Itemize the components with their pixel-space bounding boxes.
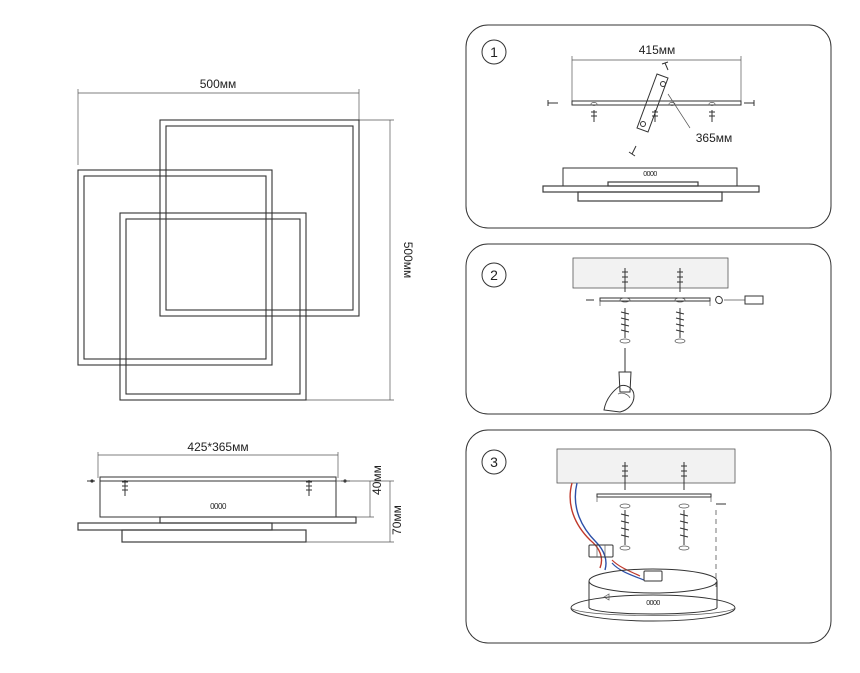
side-view: 425*365мм 0000 <box>77 440 404 543</box>
side-panel-bottom <box>121 529 307 543</box>
step-3-wires <box>569 482 645 581</box>
step-1-width-label: 415мм <box>639 43 676 57</box>
step-2-number: 2 <box>490 267 498 283</box>
step-1-mounting-bar <box>571 100 742 106</box>
step-3-wall-plugs <box>622 462 687 490</box>
side-anchor-right <box>306 480 312 496</box>
step-2-screwdriver-icon <box>603 348 635 413</box>
frame-inner-front <box>125 218 301 395</box>
step-2-connector <box>715 295 764 305</box>
side-depth-dimension: 40мм 70мм <box>306 465 404 543</box>
side-depth-total-label: 70мм <box>390 505 404 535</box>
frame-outer-left <box>77 169 273 366</box>
step-1-panel-bottom <box>577 191 723 202</box>
step-3-terminal-block <box>588 544 614 558</box>
side-depth-small-label: 40мм <box>370 465 384 495</box>
step-1-screws <box>547 61 755 157</box>
step-2-ceiling <box>572 257 729 289</box>
side-indicator: 0000 <box>210 502 227 511</box>
step-1-number: 1 <box>490 44 498 60</box>
step-3-bracket <box>596 493 712 498</box>
side-mounting-bar <box>99 476 337 482</box>
front-view: 500мм 500мм <box>77 77 415 401</box>
side-panel-middle <box>77 522 273 531</box>
side-screw-left <box>87 479 95 483</box>
step-2-bracket <box>599 297 711 302</box>
step-1-diagonal-bracket <box>636 73 669 133</box>
step-3-panel: 3 <box>465 429 832 644</box>
step-3-ceiling <box>556 448 736 484</box>
side-mount-label: 425*365мм <box>187 440 248 454</box>
frame-outer-front <box>119 212 307 401</box>
step-3-screws <box>619 503 690 551</box>
step-1-panel-middle <box>542 185 760 193</box>
side-mount-dimension: 425*365мм <box>97 440 339 478</box>
step-3-badge <box>481 449 507 475</box>
step-3-number: 3 <box>490 454 498 470</box>
step-1-badge <box>481 39 507 65</box>
side-panel-top <box>159 516 357 524</box>
step-1-indicator: 0000 <box>643 171 657 178</box>
step-1-diagonal-label: 365мм <box>696 131 733 145</box>
frame-inner-top-right <box>165 125 354 311</box>
step-1-panel-top <box>607 181 699 187</box>
step-2-badge <box>481 262 507 288</box>
step-2-wall-plugs <box>622 268 683 292</box>
frame-inner-left <box>83 175 267 360</box>
step-2-screws <box>619 308 686 344</box>
step-3-lamp-body <box>570 568 736 622</box>
step-2-panel: 2 <box>465 243 832 415</box>
step-3-arrow-icon <box>603 593 610 601</box>
front-height-label: 500мм <box>401 242 415 279</box>
step-1-panel: 1 415мм 365мм 0000 <box>465 24 832 229</box>
front-height-dimension: 500мм <box>305 119 415 401</box>
frame-outer-top-right <box>159 119 360 317</box>
front-width-label: 500мм <box>200 77 237 91</box>
step-3-indicator: 0000 <box>646 600 660 607</box>
side-anchor-left <box>122 480 128 496</box>
side-canopy-body <box>99 480 337 518</box>
front-width-dimension: 500мм <box>77 77 360 165</box>
